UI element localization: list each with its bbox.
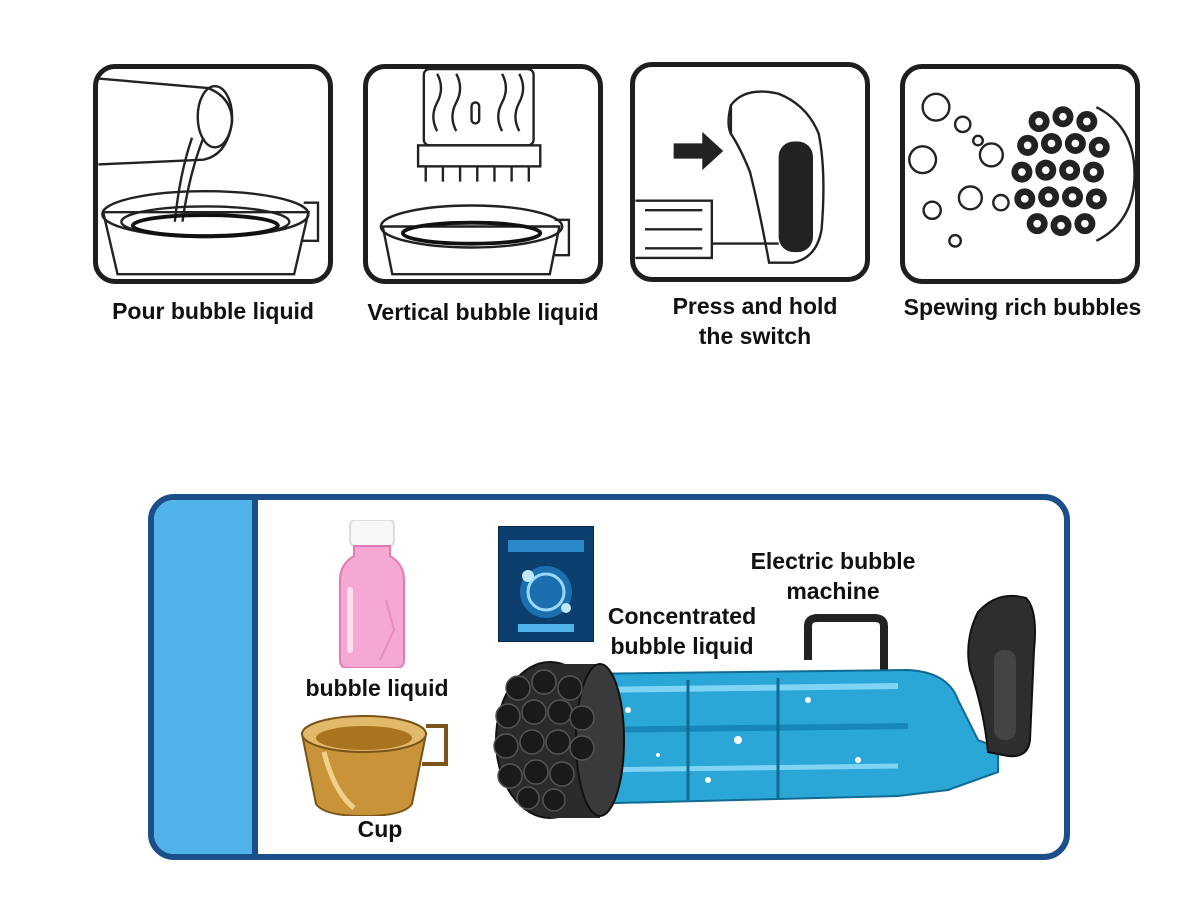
bubble-liquid-label: bubble liquid — [305, 675, 449, 701]
cup-label: Cup — [357, 816, 403, 842]
step-panel-press — [630, 62, 870, 282]
vertical-machine-icon — [379, 69, 571, 276]
spewing-bubbles-icon — [908, 92, 1135, 248]
step-panel-vertical — [363, 64, 603, 284]
step-caption-press: Press and hold the switch — [672, 293, 838, 349]
step-panel-pour — [93, 64, 333, 284]
step-caption-spewing: Spewing rich bubbles — [903, 294, 1142, 320]
concentrated-liquid-packet-image — [498, 526, 594, 642]
kit-side-stripe — [154, 500, 258, 854]
electric-bubble-machine-image — [478, 590, 1038, 826]
step-panel-spewing — [900, 64, 1140, 284]
step-caption-vertical: Vertical bubble liquid — [367, 299, 599, 325]
cup-image — [294, 712, 450, 816]
bubble-liquid-bottle-image — [336, 520, 408, 668]
pour-liquid-icon — [98, 77, 320, 276]
step-caption-pour: Pour bubble liquid — [112, 298, 314, 324]
concentrated-liquid-label: Concentrated bubble liquid — [607, 603, 757, 659]
press-switch-icon — [635, 90, 825, 264]
electric-machine-label: Electric bubble machine — [750, 548, 916, 604]
